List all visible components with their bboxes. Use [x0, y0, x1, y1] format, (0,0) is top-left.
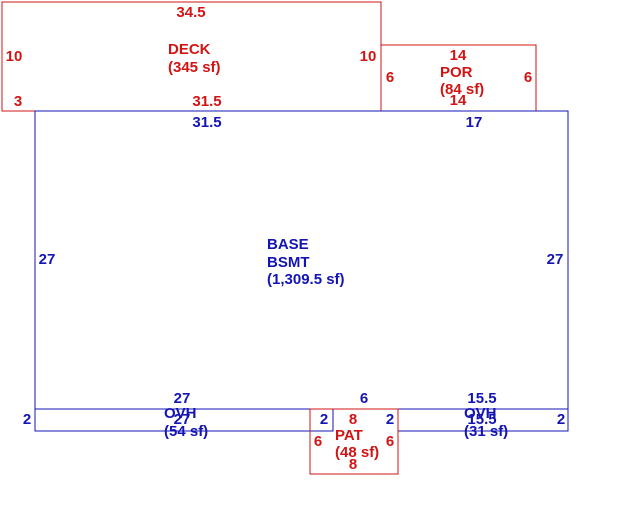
base-top-left-dim: 31.5 — [192, 114, 221, 131]
overhang-left-left-dim: 2 — [23, 411, 31, 428]
overhang-right-right-dim: 2 — [557, 411, 565, 428]
base-subname: BSMT — [267, 254, 310, 271]
patio-bottom-dim: 8 — [349, 456, 357, 473]
base-left-dim: 27 — [39, 251, 56, 268]
overhang-right-area: (31 sf) — [464, 423, 508, 440]
overhang-left-area: (54 sf) — [164, 423, 208, 440]
base-name: BASE — [267, 236, 309, 253]
overhang-left-bottom-dim: 27 — [174, 411, 191, 428]
base-bottom-right-dim: 15.5 — [467, 390, 496, 407]
deck-bottom-dim: 31.5 — [192, 93, 221, 110]
patio-right-dim: 6 — [386, 433, 394, 450]
base-bottom-mid-dim: 6 — [360, 390, 368, 407]
overhang-left-outline — [34, 408, 334, 432]
patio-area: (48 sf) — [335, 444, 379, 461]
base-right-dim: 27 — [547, 251, 564, 268]
deck-left-dim: 10 — [6, 48, 23, 65]
patio-outline — [309, 408, 399, 475]
patio-top-dim: 8 — [349, 411, 357, 428]
base-top-right-dim: 17 — [466, 114, 483, 131]
overhang-left-right-dim: 2 — [320, 411, 328, 428]
deck-bottom-left-dim: 3 — [14, 93, 22, 110]
porch-top-dim: 14 — [450, 47, 467, 64]
porch-left-dim: 6 — [386, 69, 394, 86]
deck-right-dim: 10 — [360, 48, 377, 65]
deck-top-dim: 34.5 — [176, 4, 205, 21]
patio-name: PAT — [335, 427, 363, 444]
base-area: (1,309.5 sf) — [267, 271, 345, 288]
porch-area: (84 sf) — [440, 81, 484, 98]
base-bottom-left-dim: 27 — [174, 390, 191, 407]
deck-name: DECK — [168, 41, 211, 58]
porch-right-dim: 6 — [524, 69, 532, 86]
porch-bottom-dim: 14 — [450, 92, 467, 109]
overhang-right-name: OVH — [464, 405, 497, 422]
overhang-right-bottom-dim: 15.5 — [467, 411, 496, 428]
deck-area: (345 sf) — [168, 59, 221, 76]
patio-left-dim: 6 — [314, 433, 322, 450]
overhang-left-name: OVH — [164, 405, 197, 422]
porch-name: POR — [440, 64, 473, 81]
overhang-right-left-dim: 2 — [386, 411, 394, 428]
